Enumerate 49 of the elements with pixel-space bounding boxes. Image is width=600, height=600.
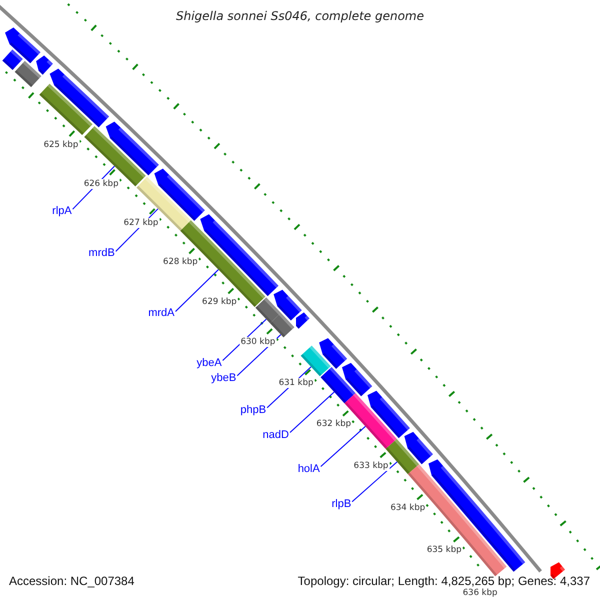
genome-info-text: Topology: circular; Length: 4,825,265 bp; Genes: 4,337 [298, 574, 590, 588]
scale-label: 626 kbp [82, 178, 120, 189]
gene-segment [14, 60, 42, 88]
gene-segment [368, 390, 410, 438]
scale-label: 625 kbp [42, 140, 80, 150]
scale-label: 635 kbp [426, 544, 462, 555]
gene-segment [180, 220, 266, 307]
gene-segment [39, 84, 92, 135]
gene-segment [428, 459, 526, 572]
gene-label: nadD [262, 428, 289, 442]
gene-segment [200, 214, 278, 296]
gene-segment [2, 50, 23, 70]
gene-label: mrdB [88, 246, 115, 260]
leader-line [175, 269, 219, 312]
title: Shigella sonnei Ss046, complete genome [174, 9, 425, 23]
gene-segment [36, 56, 53, 75]
scale-label: 636 kbp [462, 588, 498, 598]
gene-segment [274, 290, 302, 320]
gene-segment [270, 312, 294, 338]
gene-segment [404, 432, 433, 464]
scale-label: 629 kbp [201, 297, 238, 308]
gene-label: holA [298, 462, 320, 476]
scale-label: 631 kbp [278, 378, 314, 388]
gene-segment [408, 464, 507, 576]
scale-label: 632 kbp [315, 419, 352, 430]
gene-label: phpB [240, 402, 266, 417]
leader-line [352, 461, 398, 502]
gene-label: rlpA [52, 204, 72, 218]
gene-segment [319, 338, 348, 369]
scale-label: 634 kbp [390, 502, 426, 513]
gene-segment [50, 68, 110, 128]
gene-label: mrdA [148, 306, 174, 320]
leader-line [320, 426, 366, 467]
scale-label: 627 kbp [122, 218, 160, 228]
gene-segment [320, 367, 356, 404]
gene-segment [84, 126, 146, 186]
gene-label: ybeA [196, 356, 222, 370]
gene-segment [106, 122, 159, 176]
scale-label: 633 kbp [352, 460, 390, 471]
gene-label: ybeB [211, 370, 236, 385]
scale-label: 630 kbp [240, 337, 276, 348]
gene-segment [300, 346, 331, 376]
gene-segment [255, 297, 281, 324]
leader-line [290, 392, 335, 433]
gene-segment [342, 362, 372, 396]
scale-label: 628 kbp [162, 257, 199, 268]
gene-segment [296, 312, 310, 329]
accession-text: Accession: NC_007384 [9, 574, 134, 588]
gene-label: rlpB [332, 496, 352, 511]
